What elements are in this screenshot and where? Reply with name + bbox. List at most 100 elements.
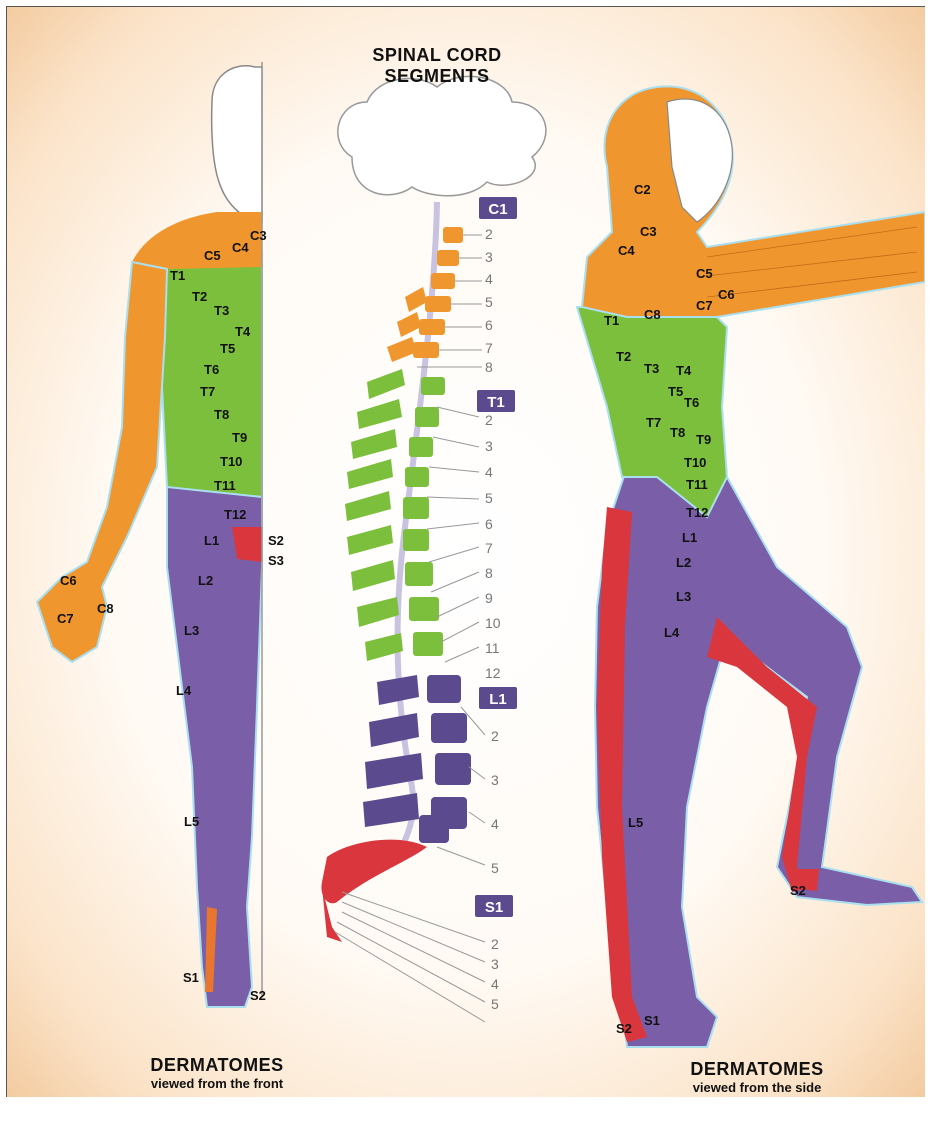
side-label-l2: L2 bbox=[676, 555, 691, 570]
title-line-1: SPINAL CORD bbox=[337, 45, 537, 66]
front-label-c7: C7 bbox=[57, 611, 74, 626]
front-label-t11: T11 bbox=[214, 478, 236, 493]
spine-number-cervical-7: 7 bbox=[485, 340, 493, 356]
side-label-c2: C2 bbox=[634, 182, 651, 197]
side-label-t12: T12 bbox=[686, 505, 708, 520]
title-line-2: SEGMENTS bbox=[337, 66, 537, 87]
diagram-frame: C1 T1 L1 S1 2 3 4 5 6 7 8 2 3 4 5 6 7 8 9 10 11 12 2 3 4 5 2 3 4… bbox=[6, 6, 925, 1097]
side-caption-subtitle: viewed from the side bbox=[647, 1080, 867, 1096]
side-label-c6: C6 bbox=[718, 287, 735, 302]
side-label-c8: C8 bbox=[644, 307, 661, 322]
spine-number-thoracic-5: 5 bbox=[485, 490, 493, 506]
side-label-t1: T1 bbox=[604, 313, 619, 328]
front-label-s1: S1 bbox=[183, 970, 199, 985]
spine-number-thoracic-9: 9 bbox=[485, 590, 493, 606]
side-label-s1: S1 bbox=[644, 1013, 660, 1028]
front-label-c6: C6 bbox=[60, 573, 77, 588]
side-label-c5: C5 bbox=[696, 266, 713, 281]
spine-number-lumbar-2: 2 bbox=[491, 728, 499, 744]
segment-numbers: 2 3 4 5 6 7 8 2 3 4 5 6 7 8 9 10 11 12 2 3 4 5 2 3 4 5 bbox=[485, 226, 501, 1012]
front-label-c3: C3 bbox=[250, 228, 267, 243]
side-label-c4: C4 bbox=[618, 243, 635, 258]
front-caption-subtitle: viewed from the front bbox=[107, 1076, 327, 1092]
dermatome-illustration: C1 T1 L1 S1 2 3 4 5 6 7 8 2 3 4 5 6 7 8 9 10 11 12 2 3 4 5 2 3 4… bbox=[7, 7, 925, 1097]
spine-number-thoracic-4: 4 bbox=[485, 464, 493, 480]
front-figure bbox=[37, 62, 262, 1007]
spine-number-lumbar-3: 3 bbox=[491, 772, 499, 788]
side-label-t7: T7 bbox=[646, 415, 661, 430]
side-label-l1: L1 bbox=[682, 530, 697, 545]
spinal-cord-title: SPINAL CORD SEGMENTS bbox=[337, 45, 537, 87]
spine-number-thoracic-10: 10 bbox=[485, 615, 501, 631]
spine-number-thoracic-12: 12 bbox=[485, 665, 501, 681]
front-label-t10: T10 bbox=[220, 454, 242, 469]
box-t1-label: T1 bbox=[487, 394, 505, 411]
spine-number-cervical-6: 6 bbox=[485, 317, 493, 333]
spine-number-thoracic-6: 6 bbox=[485, 516, 493, 532]
front-label-t2: T2 bbox=[192, 289, 207, 304]
front-label-t8: T8 bbox=[214, 407, 229, 422]
spine-number-sacral-4: 4 bbox=[491, 976, 499, 992]
side-label-s2-heel: S2 bbox=[616, 1021, 632, 1036]
front-label-s3: S3 bbox=[268, 553, 284, 568]
side-label-t10: T10 bbox=[684, 455, 706, 470]
side-caption: DERMATOMES viewed from the side bbox=[647, 1059, 867, 1096]
box-s1-label: S1 bbox=[485, 899, 503, 916]
side-figure bbox=[577, 86, 925, 1047]
spine-number-cervical-8: 8 bbox=[485, 359, 493, 375]
spine-number-sacral-3: 3 bbox=[491, 956, 499, 972]
side-label-c7: C7 bbox=[696, 298, 713, 313]
front-label-t9: T9 bbox=[232, 430, 247, 445]
spine-number-lumbar-4: 4 bbox=[491, 816, 499, 832]
spine-number-sacral-2: 2 bbox=[491, 936, 499, 952]
spine-number-cervical-4: 4 bbox=[485, 271, 493, 287]
spine-number-thoracic-7: 7 bbox=[485, 540, 493, 556]
front-label-c4: C4 bbox=[232, 240, 249, 255]
spine-number-thoracic-2: 2 bbox=[485, 412, 493, 428]
front-label-l1: L1 bbox=[204, 533, 219, 548]
side-caption-title: DERMATOMES bbox=[647, 1059, 867, 1080]
box-c1-label: C1 bbox=[488, 201, 507, 218]
front-label-l5: L5 bbox=[184, 814, 199, 829]
front-label-t7: T7 bbox=[200, 384, 215, 399]
front-label-t12: T12 bbox=[224, 507, 246, 522]
front-label-c5: C5 bbox=[204, 248, 221, 263]
front-label-l3: L3 bbox=[184, 623, 199, 638]
side-label-t8: T8 bbox=[670, 425, 685, 440]
spine-number-thoracic-8: 8 bbox=[485, 565, 493, 581]
front-caption-title: DERMATOMES bbox=[107, 1055, 327, 1076]
spine-number-thoracic-11: 11 bbox=[485, 640, 500, 656]
side-label-t2: T2 bbox=[616, 349, 631, 364]
side-label-t6: T6 bbox=[684, 395, 699, 410]
front-label-s2-foot: S2 bbox=[250, 988, 266, 1003]
front-label-t4: T4 bbox=[235, 324, 251, 339]
side-label-t11: T11 bbox=[686, 477, 708, 492]
box-l1-label: L1 bbox=[489, 691, 507, 708]
side-label-t3: T3 bbox=[644, 361, 659, 376]
side-label-l5: L5 bbox=[628, 815, 643, 830]
front-label-t6: T6 bbox=[204, 362, 219, 377]
front-label-t3: T3 bbox=[214, 303, 229, 318]
spine-number-cervical-3: 3 bbox=[485, 249, 493, 265]
front-caption: DERMATOMES viewed from the front bbox=[107, 1055, 327, 1092]
side-label-t4: T4 bbox=[676, 363, 692, 378]
front-label-t1: T1 bbox=[170, 268, 185, 283]
front-label-c8: C8 bbox=[97, 601, 114, 616]
side-label-t5: T5 bbox=[668, 384, 683, 399]
spine-number-lumbar-5: 5 bbox=[491, 860, 499, 876]
spine-number-sacral-5: 5 bbox=[491, 996, 499, 1012]
side-label-l3: L3 bbox=[676, 589, 691, 604]
front-label-s2: S2 bbox=[268, 533, 284, 548]
spine-number-cervical-5: 5 bbox=[485, 294, 493, 310]
side-label-t9: T9 bbox=[696, 432, 711, 447]
side-label-l4: L4 bbox=[664, 625, 680, 640]
spinal-cord-segments: C1 T1 L1 S1 2 3 4 5 6 7 8 2 3 4 5 6 7 8 9 10 11 12 2 3 4 5 2 3 4… bbox=[321, 76, 545, 1022]
front-label-l4: L4 bbox=[176, 683, 192, 698]
front-label-l2: L2 bbox=[198, 573, 213, 588]
side-label-s2-foot: S2 bbox=[790, 883, 806, 898]
side-label-c3: C3 bbox=[640, 224, 657, 239]
front-label-t5: T5 bbox=[220, 341, 235, 356]
segment-boxes: C1 T1 L1 S1 bbox=[475, 197, 517, 917]
spine-number-thoracic-3: 3 bbox=[485, 438, 493, 454]
spine-number-cervical-2: 2 bbox=[485, 226, 493, 242]
